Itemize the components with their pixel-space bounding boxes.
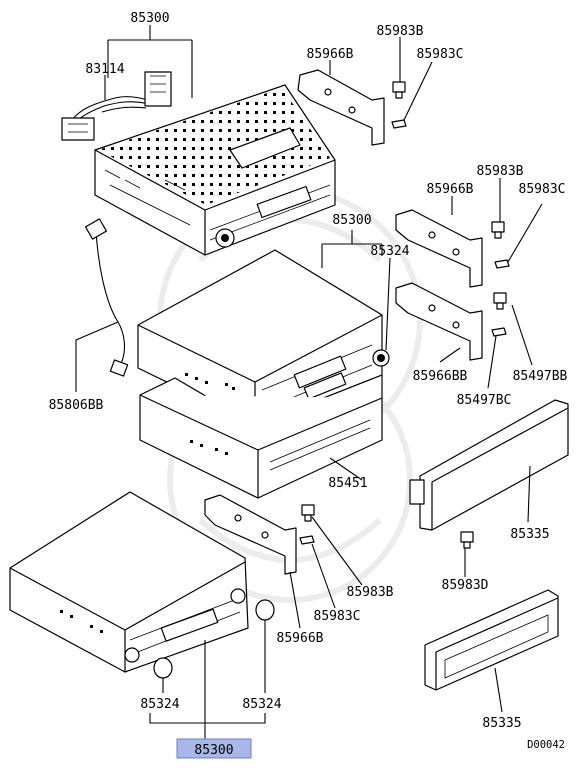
- bracket-85966bb: [395, 282, 483, 361]
- label-85497bc: 85497BC: [457, 393, 512, 408]
- radio-cassette-unit-top: [94, 84, 336, 256]
- screw-85983c-middle: [494, 259, 510, 269]
- label-85983c-lower: 85983C: [314, 609, 361, 624]
- label-85966b-middle: 85966B: [427, 182, 474, 197]
- label-85983c-upper: 85983C: [417, 47, 464, 62]
- label-85983b-upper: 85983B: [377, 24, 424, 39]
- label-85300-top: 85300: [130, 11, 169, 26]
- screw-85983b-lower: [301, 504, 315, 522]
- label-85324-right: 85324: [242, 697, 281, 712]
- part-number-highlight: [176, 738, 252, 759]
- label-85983b-lower: 85983B: [347, 585, 394, 600]
- cd-unit-85451: [139, 374, 383, 499]
- label-85324-top: 85324: [370, 244, 409, 259]
- leader-lines: [75, 25, 543, 740]
- label-85966b-upper: 85966B: [307, 47, 354, 62]
- screw-85983b-middle: [491, 221, 505, 239]
- bracket-85966b-middle: [395, 209, 483, 288]
- screw-85983c-lower: [299, 535, 315, 545]
- label-85300-bottom[interactable]: 85300: [194, 743, 233, 758]
- diagram-code: D00042: [527, 739, 565, 751]
- bracket-85966b-upper: [297, 69, 385, 146]
- label-85300-middle: 85300: [332, 213, 371, 228]
- part-labels: 85300 83114 85966B 85983B 85983C 85983B …: [49, 11, 568, 758]
- label-85983d: 85983D: [442, 578, 489, 593]
- label-85324-left: 85324: [140, 697, 179, 712]
- radio-unit-middle: [137, 249, 390, 426]
- label-85335-upper: 85335: [510, 527, 549, 542]
- label-85966bb: 85966BB: [413, 369, 468, 384]
- antenna-cable-85806bb: [84, 218, 129, 377]
- radio-unit-bottom: [9, 491, 249, 673]
- knob-85324-left: [153, 657, 173, 679]
- screw-85983d: [460, 531, 474, 549]
- faceplate-85335-lower: [424, 589, 559, 691]
- label-85983b-middle: 85983B: [477, 164, 524, 179]
- label-85451: 85451: [328, 476, 367, 491]
- screw-85497bc: [491, 327, 507, 337]
- label-85806bb: 85806BB: [49, 398, 104, 413]
- label-83114: 83114: [85, 62, 124, 77]
- knob-85324-right: [255, 599, 275, 621]
- screw-85983c-upper: [391, 119, 407, 129]
- label-85966b-lower: 85966B: [277, 631, 324, 646]
- label-85497bb: 85497BB: [513, 369, 568, 384]
- label-85335-lower: 85335: [482, 716, 521, 731]
- screw-85983b-upper: [392, 81, 406, 99]
- label-85983c-middle: 85983C: [519, 182, 566, 197]
- faceplate-85335-upper: [409, 399, 569, 531]
- screw-85497bb: [493, 292, 507, 310]
- wire-harness: [61, 71, 172, 141]
